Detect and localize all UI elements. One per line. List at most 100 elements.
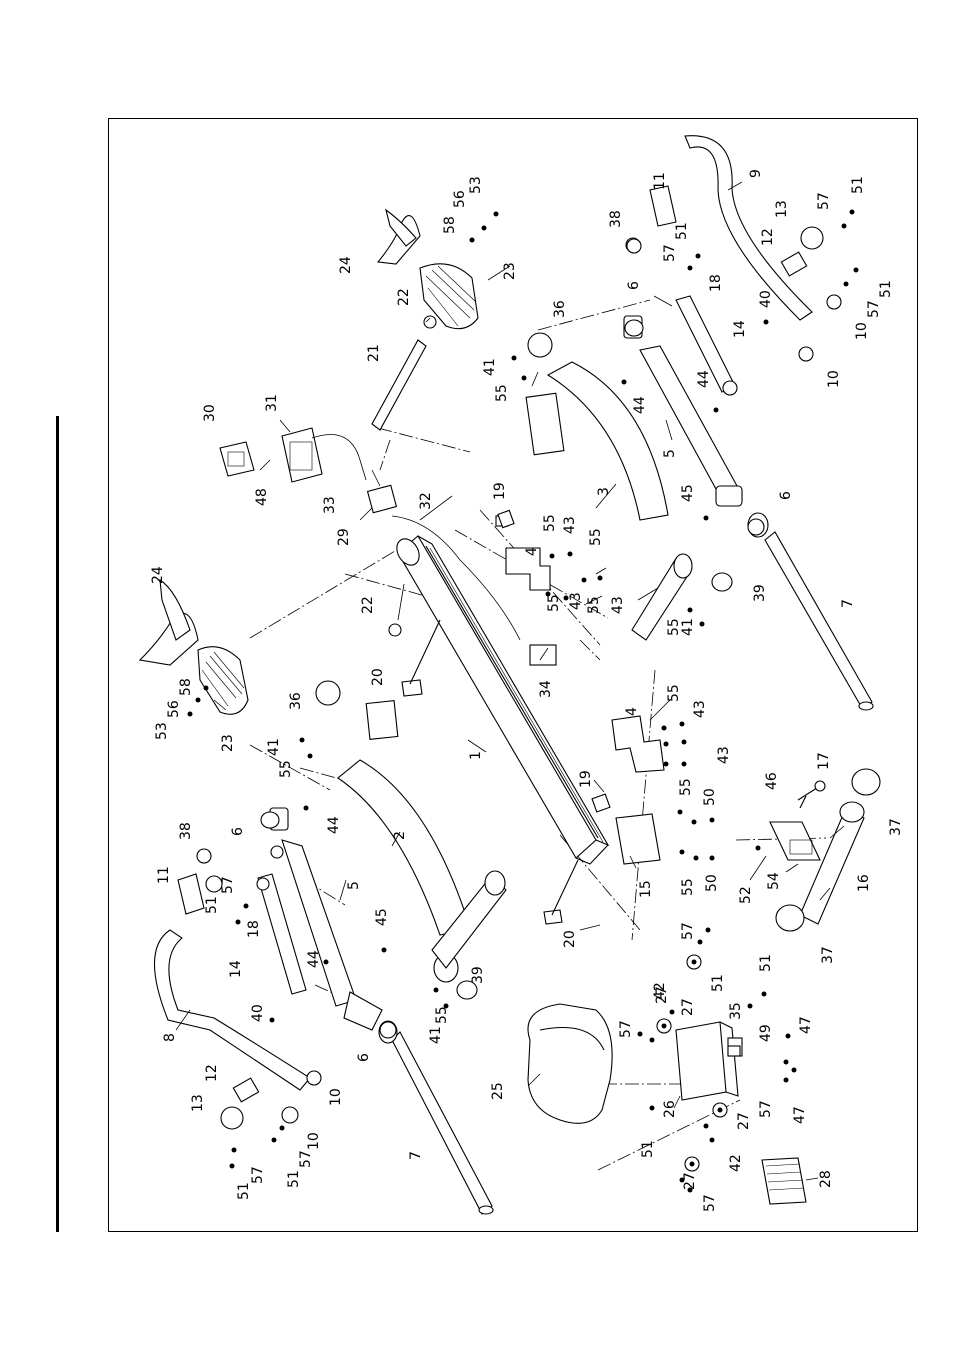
callout: 57 — [702, 1194, 718, 1212]
callout: 11 — [156, 866, 172, 884]
callout: 56 — [452, 190, 468, 208]
callout: 30 — [202, 404, 218, 422]
callout: 6 — [778, 491, 794, 500]
callout: 8 — [162, 1033, 178, 1042]
callout: 2 — [392, 831, 408, 840]
callout: 24 — [150, 566, 166, 584]
callout: 5 — [346, 881, 362, 890]
callout: 25 — [490, 1082, 506, 1100]
callout: 36 — [552, 300, 568, 318]
callout: 6 — [230, 827, 246, 836]
callout: 55 — [494, 384, 510, 402]
slide-bracket — [769, 821, 821, 861]
callout: 47 — [792, 1106, 808, 1124]
callout: 23 — [502, 262, 518, 280]
callout: 55 — [434, 1006, 450, 1024]
callout: 45 — [374, 908, 390, 926]
callout: 54 — [766, 872, 782, 890]
callout: 12 — [204, 1064, 220, 1082]
callout: 57 — [816, 192, 832, 210]
callout: 18 — [708, 274, 724, 292]
right-pedal — [376, 208, 479, 330]
callout: 38 — [178, 822, 194, 840]
callout: 7 — [408, 1151, 424, 1160]
callout: 16 — [856, 874, 872, 892]
callout: 51 — [286, 1170, 302, 1188]
console — [219, 427, 367, 483]
front-stabilizer — [337, 700, 507, 983]
callout: 9 — [748, 169, 764, 178]
callout: 10 — [306, 1132, 322, 1150]
callout: 10 — [826, 370, 842, 388]
callout: 57 — [662, 244, 678, 262]
roller-28 — [761, 1157, 807, 1205]
callout: 51 — [674, 222, 690, 240]
callout: 27 — [736, 1112, 752, 1130]
callout: 39 — [470, 966, 486, 984]
callout: 48 — [254, 488, 270, 506]
callout: 43 — [568, 592, 584, 610]
callout: 20 — [562, 930, 578, 948]
callout: 10 — [328, 1088, 344, 1106]
small-parts — [196, 226, 842, 1130]
callout: 12 — [760, 228, 776, 246]
callout: 13 — [774, 200, 790, 218]
callout: 46 — [764, 772, 780, 790]
callout: 26 — [662, 1100, 678, 1118]
callout: 42 — [728, 1154, 744, 1172]
callout: 6 — [356, 1053, 372, 1062]
callout: 55 — [586, 596, 602, 614]
callout: 44 — [326, 816, 342, 834]
callout: 45 — [680, 484, 696, 502]
callout: 55 — [666, 684, 682, 702]
callout: 23 — [220, 734, 236, 752]
callout: 41 — [680, 618, 696, 636]
callout: 57 — [250, 1166, 266, 1184]
callout: 43 — [716, 746, 732, 764]
callout: 53 — [468, 176, 484, 194]
callout: 36 — [288, 692, 304, 710]
callout: 19 — [492, 482, 508, 500]
callout: 4 — [524, 547, 540, 556]
callout: 37 — [888, 818, 904, 836]
callouts: 1 2 3 4 4 5 5 6 6 6 6 7 7 8 9 10 10 10 1… — [150, 169, 904, 1212]
callout: 27 — [682, 1172, 698, 1190]
callout: 31 — [264, 394, 280, 412]
callout: 33 — [322, 496, 338, 514]
callout: 51 — [878, 280, 894, 298]
callout: 22 — [360, 596, 376, 614]
callout: 55 — [678, 778, 694, 796]
callout: 47 — [798, 1016, 814, 1034]
callout: 11 — [652, 172, 668, 190]
callout: 17 — [816, 752, 832, 770]
callout: 51 — [236, 1182, 252, 1200]
callout: 4 — [624, 707, 640, 716]
callout: 57 — [680, 922, 696, 940]
main-rail — [396, 535, 610, 865]
callout: 51 — [758, 954, 774, 972]
callout: 40 — [758, 290, 774, 308]
left-arm-assembly — [256, 807, 383, 1031]
rear-stabilizer — [525, 361, 693, 641]
callout: 52 — [738, 886, 754, 904]
callout: 41 — [266, 738, 282, 756]
callout: 43 — [562, 516, 578, 534]
washers — [656, 954, 741, 1172]
right-handlebar — [625, 135, 813, 321]
callout: 7 — [840, 599, 856, 608]
callout: 58 — [442, 216, 458, 234]
callout: 1 — [468, 751, 484, 760]
callout: 34 — [538, 680, 554, 698]
callout: 28 — [818, 1170, 834, 1188]
seat — [527, 1003, 613, 1124]
left-pedal — [138, 578, 249, 715]
callout: 57 — [298, 1150, 314, 1168]
callout: 6 — [626, 281, 642, 290]
callout: 13 — [190, 1094, 206, 1112]
callout: 32 — [418, 492, 434, 510]
right-lower-tube — [747, 512, 874, 711]
callout: 57 — [866, 300, 882, 318]
callout: 20 — [370, 668, 386, 686]
callout: 22 — [396, 288, 412, 306]
left-lower-tube — [378, 1020, 494, 1215]
